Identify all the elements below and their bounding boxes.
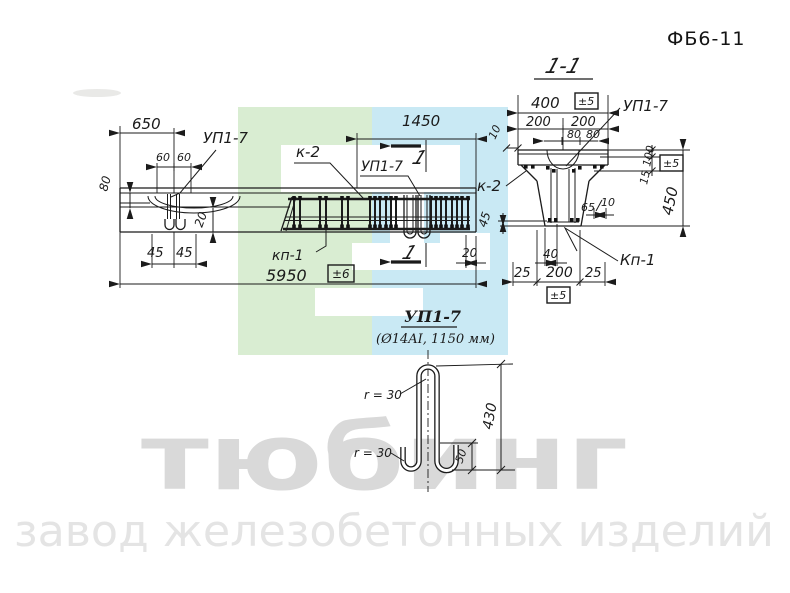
dim-45-left: 45 <box>147 246 164 261</box>
dim-20-left: 20 <box>192 210 211 229</box>
dim-5950: 5950 <box>266 266 307 285</box>
dim-60-right: 60 <box>177 151 191 164</box>
label-kp1: кп-1 <box>272 248 304 264</box>
dim-80b: 80 <box>586 128 600 141</box>
section-title: 1-1 <box>542 54 584 78</box>
detail-spec: (Ø14AI, 1150 мм) <box>376 332 495 347</box>
dim-1450: 1450 <box>402 112 440 130</box>
dim-45-right: 45 <box>176 246 193 261</box>
dim-80: 80 <box>96 174 114 193</box>
dim-65: 65 <box>581 201 595 214</box>
dim-15: 15 <box>637 169 653 185</box>
tol-6: ±6 <box>332 267 350 281</box>
sheet-title: ФБ6-11 <box>667 28 746 50</box>
dim-10-left: 10 <box>486 123 504 141</box>
dim-25b: 25 <box>585 266 602 281</box>
dim-50: 50 <box>453 447 470 465</box>
tol-5-top: ±5 <box>578 95 594 108</box>
label-up17-mid: УП1-7 <box>361 159 403 175</box>
dim-25a: 25 <box>514 266 531 281</box>
logo-cutout <box>315 288 423 316</box>
radius-top: r = 30 <box>364 388 402 402</box>
tol-5-right: ±5 <box>663 157 679 170</box>
dim-80a: 80 <box>567 128 581 141</box>
dim-60-left: 60 <box>156 151 170 164</box>
dim-100: 100 <box>640 144 657 167</box>
detail-title: УП1-7 <box>404 307 461 326</box>
dim-400: 400 <box>531 94 560 112</box>
scan-smudge <box>73 89 121 97</box>
dim-200a: 200 <box>526 115 551 130</box>
dim-650: 650 <box>132 115 161 133</box>
dim-45-section: 45 <box>476 210 494 229</box>
logo-cutout <box>281 145 460 192</box>
radius-bottom: r = 30 <box>354 446 392 460</box>
logo-cutout <box>352 243 440 270</box>
dim-430: 430 <box>480 402 500 431</box>
logo-watermark <box>238 107 508 355</box>
label-up17-left: УП1-7 <box>203 129 248 147</box>
stirrups <box>292 196 470 230</box>
dim-10b: 10 <box>601 196 615 209</box>
elevation-view: 650 60 60 80 20 45 45 5950 ±6 1450 <box>96 112 487 288</box>
dim-200c: 200 <box>546 265 573 281</box>
dim-200b: 200 <box>571 115 596 130</box>
detail-view: УП1-7 (Ø14AI, 1150 мм) r = 30 r = 30 430… <box>354 307 515 492</box>
label-k2: к-2 <box>296 143 320 161</box>
rebar-dots <box>524 165 604 222</box>
text-watermark: тюбинг завод железобетонных изделий <box>14 404 774 557</box>
dim-20-right: 20 <box>462 246 478 260</box>
watermark-brand: тюбинг <box>141 404 628 511</box>
dim-40: 40 <box>543 247 559 261</box>
watermark-subtitle: завод железобетонных изделий <box>14 506 774 557</box>
label-kp1-section: Кп-1 <box>620 251 655 269</box>
dim-450: 450 <box>658 185 682 217</box>
label-up17-section: УП1-7 <box>623 97 668 115</box>
tol-5-bottom: ±5 <box>550 289 566 302</box>
section-view: 1-1 400 ±5 200 200 80 <box>476 54 690 304</box>
label-k2-section: к-2 <box>477 177 501 195</box>
